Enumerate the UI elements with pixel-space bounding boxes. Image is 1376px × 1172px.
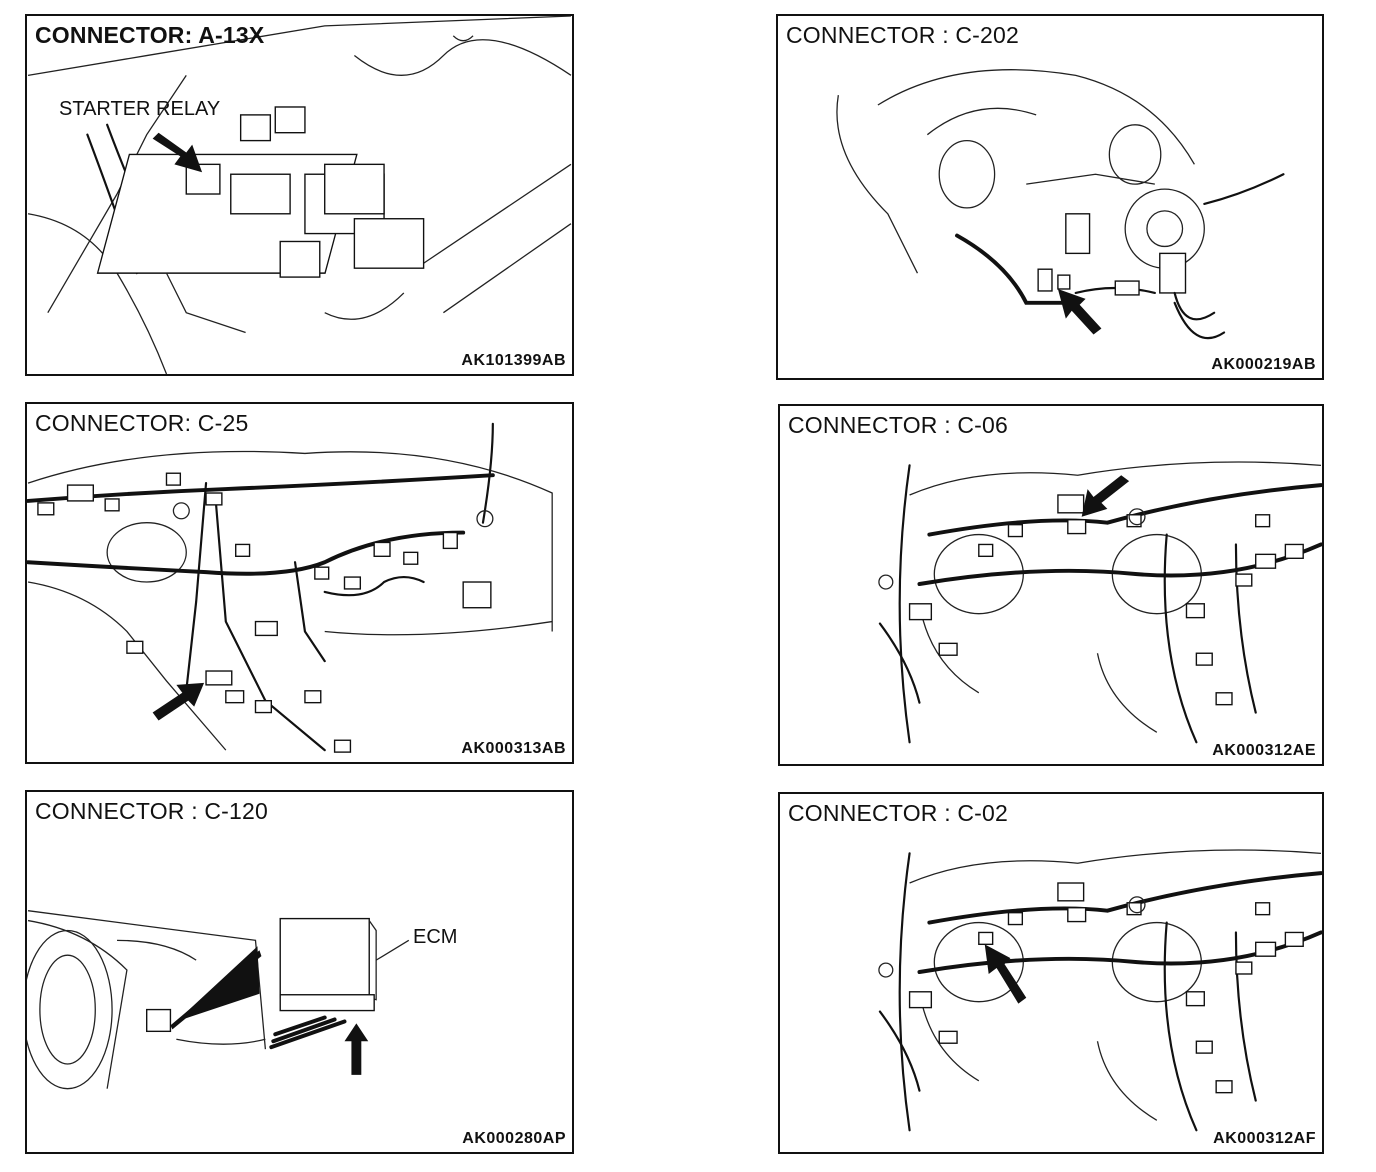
starter-relay-label: STARTER RELAY xyxy=(59,98,221,120)
connector-panel-c120: CONNECTOR : C-120 ECM AK000280AP xyxy=(25,790,574,1154)
connector-panel-c06: CONNECTOR : C-06 AK000312AE xyxy=(778,404,1324,766)
figure-code: AK000219AB xyxy=(1211,356,1316,373)
connector-title: CONNECTOR : C-06 xyxy=(788,412,1009,438)
figure-code: AK000312AF xyxy=(1213,1130,1316,1147)
connector-panel-c202: CONNECTOR : C-202 AK000219AB xyxy=(776,14,1324,380)
dashboard-harness-drawing xyxy=(27,422,553,753)
connector-panel-c25: CONNECTOR: C-25 AK000313AB xyxy=(25,402,574,764)
connector-title: CONNECTOR : C-202 xyxy=(786,22,1020,48)
connector-title: CONNECTOR: A-13X xyxy=(35,22,265,48)
connector-title: CONNECTOR : C-02 xyxy=(788,800,1009,826)
dashboard-harness-drawing xyxy=(878,461,1322,744)
dashboard-harness-drawing xyxy=(878,849,1322,1132)
figure-code: AK000280AP xyxy=(462,1130,566,1147)
ecm-location-drawing xyxy=(27,910,410,1090)
figure-code: AK000312AE xyxy=(1212,742,1316,759)
connector-panel-c02: CONNECTOR : C-02 AK000312AF xyxy=(778,792,1324,1154)
connector-panel-a13x: CONNECTOR: A-13X STARTER RELAY AK101399A… xyxy=(25,14,574,376)
steering-column-drawing xyxy=(836,69,1285,340)
figure-code: AK000313AB xyxy=(461,740,566,757)
engine-bay-relay-box-drawing xyxy=(27,16,572,374)
connector-title: CONNECTOR: C-25 xyxy=(35,410,249,436)
connector-title: CONNECTOR : C-120 xyxy=(35,798,269,824)
figure-code: AK101399AB xyxy=(461,352,566,369)
ecm-label: ECM xyxy=(413,926,458,948)
